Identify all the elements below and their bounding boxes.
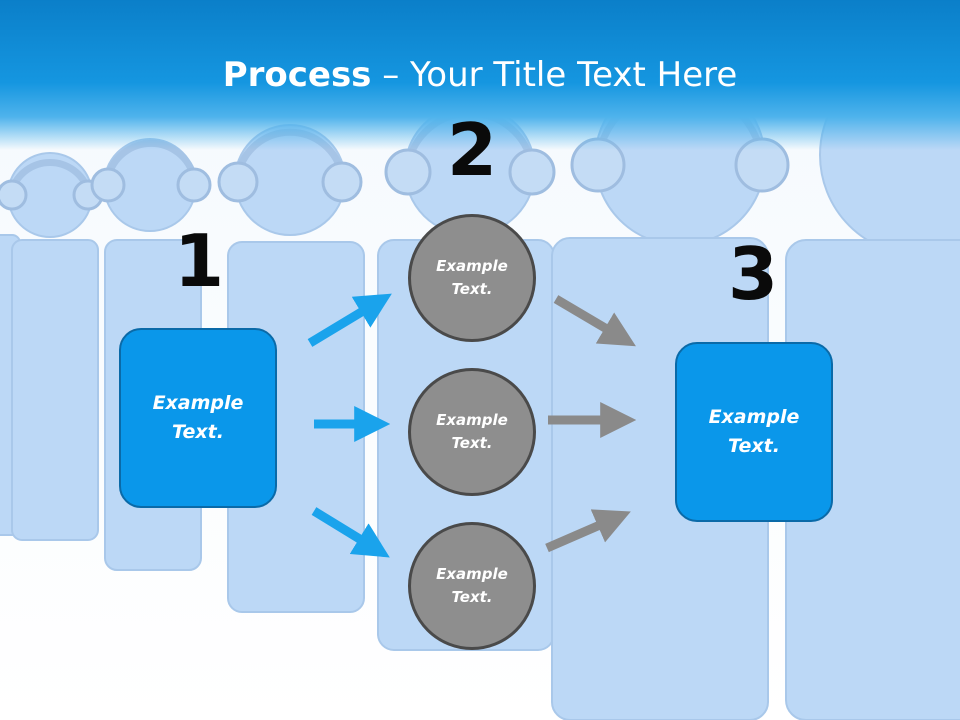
title-banner	[0, 0, 960, 150]
step-2-number: 2	[446, 108, 498, 192]
title-bold: Process	[222, 55, 372, 95]
title-rest: – Your Title Text Here	[371, 55, 738, 95]
step-3-text: Example Text.	[708, 406, 800, 457]
step-1-box[interactable]: Example Text.	[119, 328, 277, 508]
step-2-circle-top[interactable]: Example Text.	[408, 214, 536, 342]
step-2-circle-bottom-text: Example Text.	[436, 565, 508, 606]
slide-title: Process – Your Title Text Here	[0, 54, 960, 96]
step-2-circle-bottom[interactable]: Example Text.	[408, 522, 536, 650]
step-1-text: Example Text.	[152, 392, 244, 443]
step-3-box[interactable]: Example Text.	[675, 342, 833, 522]
step-2-circle-top-text: Example Text.	[436, 257, 508, 298]
step-2-circle-middle-text: Example Text.	[436, 411, 508, 452]
step-1-number: 1	[173, 219, 225, 303]
step-2-circle-middle[interactable]: Example Text.	[408, 368, 536, 496]
step-3-number: 3	[727, 232, 779, 316]
